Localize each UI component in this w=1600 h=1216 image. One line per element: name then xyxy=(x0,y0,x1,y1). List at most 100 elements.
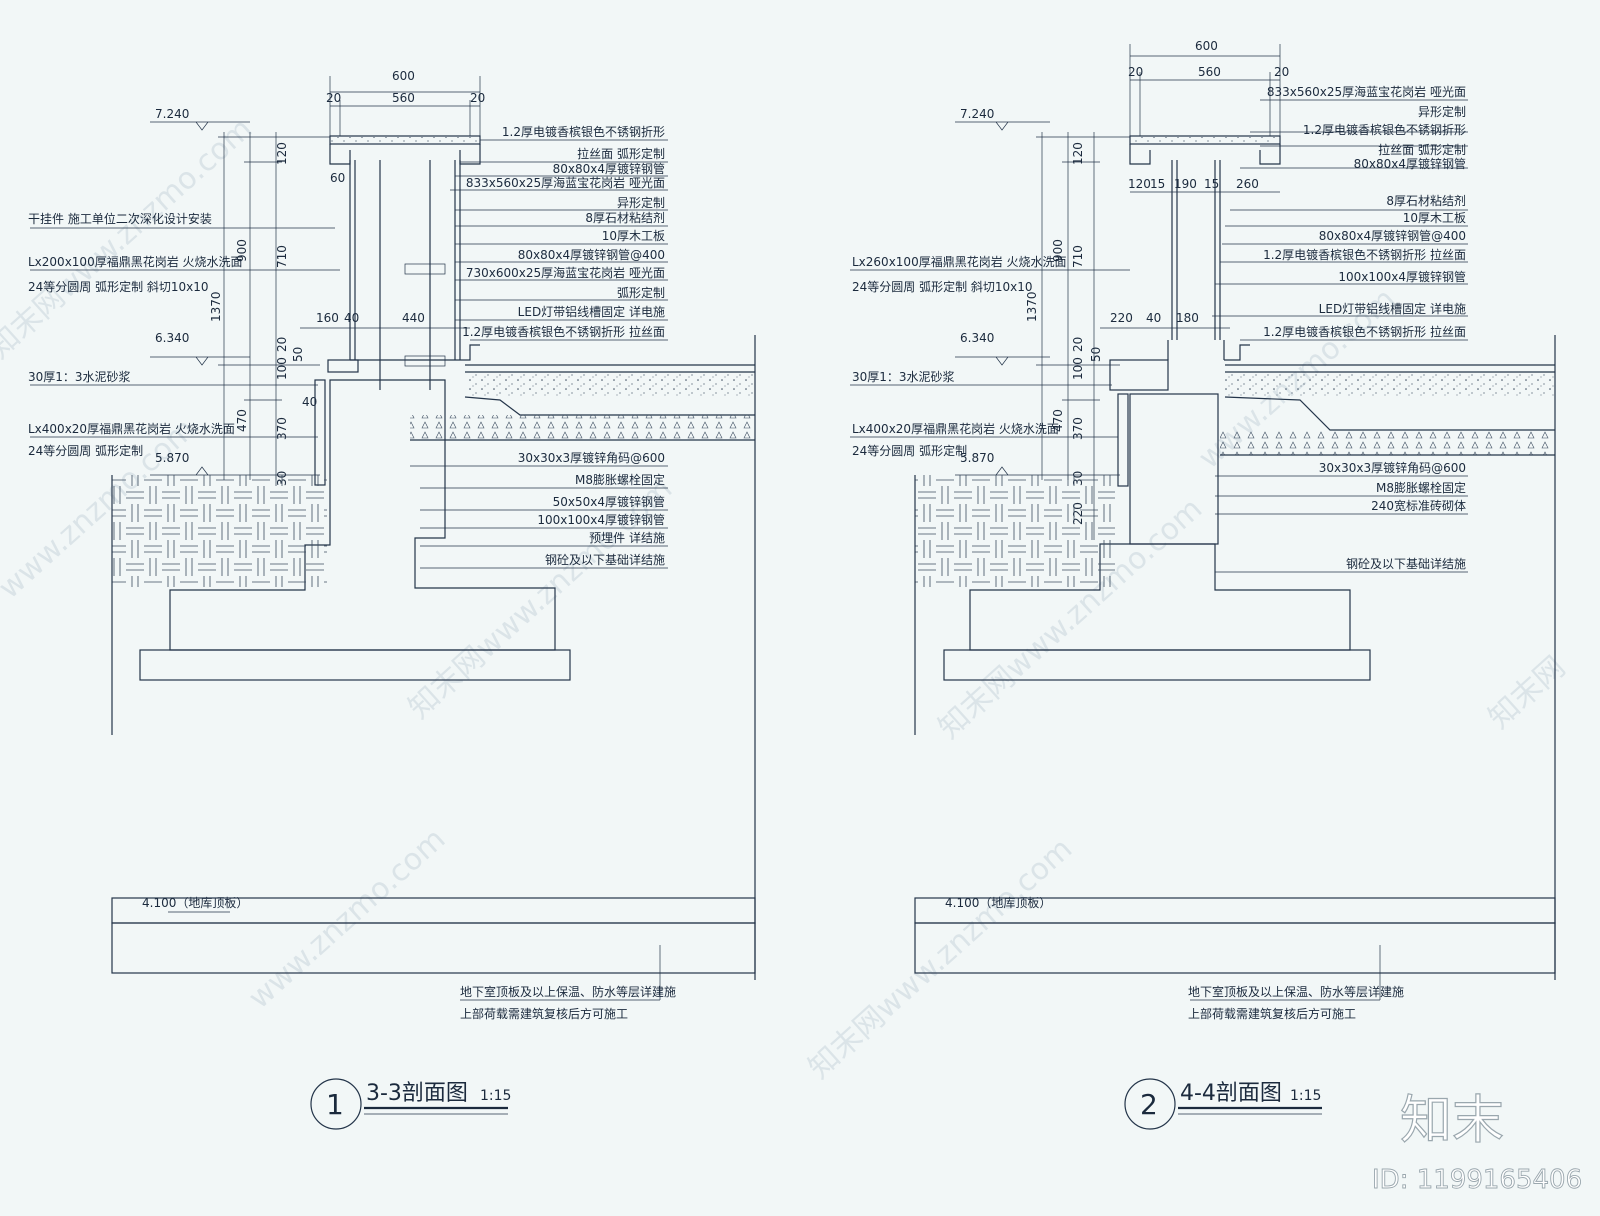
vdim: 370 xyxy=(275,417,289,440)
note: 24等分圆周 弧形定制 斜切10x10 xyxy=(852,279,1033,294)
cap-and-post xyxy=(1129,135,1281,361)
horizontal-dimensions: 120 15 190 15 260 220 40 180 xyxy=(1100,177,1280,329)
note: 干挂件 施工单位二次深化设计安装 xyxy=(28,211,212,226)
note: 100x100x4厚镀锌钢管 xyxy=(1338,269,1466,284)
hdim: 15 xyxy=(1204,177,1219,191)
leader-lines xyxy=(850,99,1468,1001)
note: 30x30x3厚镀锌角码@600 xyxy=(518,451,665,465)
note: Lx200x100厚福鼎黑花岗岩 火烧水洗面 xyxy=(28,254,243,269)
vdim: 470 xyxy=(1051,409,1065,432)
section-number: 2 xyxy=(1140,1088,1158,1121)
note: 钢砼及以下基础详结施 xyxy=(545,552,665,567)
note: 异形定制 xyxy=(1418,104,1466,119)
vdim: 370 xyxy=(1071,417,1085,440)
vdim: 120 xyxy=(1071,142,1085,165)
watermark: 知末网www.znzmo.com xyxy=(802,831,1079,1086)
hdim: 190 xyxy=(1174,177,1197,191)
note: 1.2厚电镀香槟银色不锈钢折形 拉丝面 xyxy=(1263,247,1466,262)
hdim: 260 xyxy=(1236,177,1259,191)
section-scale: 1:15 xyxy=(1290,1088,1321,1104)
top-dimensions: 600 20 560 20 xyxy=(1128,39,1289,136)
vdim: 20 xyxy=(1071,337,1085,352)
watermark: 知末网www.znzmo.com xyxy=(0,111,259,366)
note: 80x80x4厚镀锌钢管 xyxy=(1354,156,1466,171)
vdim: 710 xyxy=(275,245,289,268)
note: 50x50x4厚镀锌钢管 xyxy=(553,494,665,509)
dim-b: 560 xyxy=(1198,65,1221,79)
section-title-2: 2 4-4剖面图 1:15 xyxy=(1124,1078,1322,1130)
note: 1.2厚电镀香槟银色不锈钢折形 xyxy=(1303,122,1466,137)
note: M8膨胀螺栓固定 xyxy=(575,472,665,487)
note: 拉丝面 弧形定制 xyxy=(1378,142,1466,157)
note: 1.2厚电镀香槟银色不锈钢折形 拉丝面 xyxy=(1263,324,1466,339)
section-title-1: 1 3-3剖面图 1:15 xyxy=(310,1078,511,1130)
note: 30厚1：3水泥砂浆 xyxy=(28,369,131,384)
vdim: 710 xyxy=(1071,245,1085,268)
vdim: 120 xyxy=(275,142,289,165)
note: 730x600x25厚海蓝宝花岗岩 哑光面 xyxy=(466,265,665,280)
elevation-label: 4.100（地库顶板） xyxy=(945,895,1051,910)
note: 钢砼及以下基础详结施 xyxy=(1346,556,1466,571)
section-3-3: 600 20 560 20 7.240 6.340 5.870 4.100（地库… xyxy=(28,69,756,1130)
hdim: 40 xyxy=(344,311,359,325)
note: 上部荷载需建筑复核后方可施工 xyxy=(1188,1006,1356,1021)
dim-total: 600 xyxy=(1195,39,1218,53)
note: 24等分圆周 弧形定制 xyxy=(852,443,967,458)
note: 80x80x4厚镀锌钢管@400 xyxy=(518,247,665,262)
vdim: 100 xyxy=(1071,357,1085,380)
elevation-label: 6.340 xyxy=(960,331,994,345)
note: 10厚木工板 xyxy=(602,229,665,243)
elevation-label: 7.240 xyxy=(960,107,994,121)
material-notes-right: 1.2厚电镀香槟银色不锈钢折形 拉丝面 弧形定制 80x80x4厚镀锌钢管 83… xyxy=(462,124,665,567)
horizontal-dimensions: 160 40 440 xyxy=(300,311,470,329)
material-notes-left: Lx260x100厚福鼎黑花岗岩 火烧水洗面 24等分圆周 弧形定制 斜切10x… xyxy=(852,254,1067,458)
note: LED灯带铝线槽固定 详电施 xyxy=(518,304,665,319)
hdim: 15 xyxy=(1150,177,1165,191)
note: LED灯带铝线槽固定 详电施 xyxy=(1319,301,1466,316)
note: 8厚石材粘结剂 xyxy=(585,210,665,225)
section-scale: 1:15 xyxy=(480,1088,511,1104)
elevation-label: 6.340 xyxy=(155,331,189,345)
brand-mark: 知末 ID: 1199165406 xyxy=(1372,1090,1583,1195)
section-number: 1 xyxy=(326,1088,344,1121)
vdim: 50 xyxy=(1089,347,1103,362)
paving-layers xyxy=(410,335,756,980)
note: 8厚石材粘结剂 xyxy=(1386,193,1466,208)
note: 预埋件 详结施 xyxy=(589,530,665,545)
note: 30x30x3厚镀锌角码@600 xyxy=(1319,461,1466,475)
foundation xyxy=(111,359,571,735)
watermark: www.znzmo.com xyxy=(242,822,452,1016)
elevation-marks: 7.240 6.340 5.870 4.100（地库顶板） xyxy=(945,107,1120,910)
dim-total: 600 xyxy=(392,69,415,83)
hdim: 180 xyxy=(1176,311,1199,325)
material-notes-right: 833x560x25厚海蓝宝花岗岩 哑光面 异形定制 1.2厚电镀香槟银色不锈钢… xyxy=(1263,84,1466,571)
note: Lx400x20厚福鼎黑花岗岩 火烧水洗面 xyxy=(852,421,1059,436)
section-title: 4-4剖面图 xyxy=(1180,1081,1282,1106)
note: M8膨胀螺栓固定 xyxy=(1376,480,1466,495)
note: 240宽标准砖砌体 xyxy=(1371,498,1466,513)
note: 10厚木工板 xyxy=(1403,211,1466,225)
basement-roof-slab xyxy=(111,897,756,974)
watermark: 知末网www.znzmo.com xyxy=(402,471,679,726)
note: 地下室顶板及以上保温、防水等层详建施 xyxy=(460,984,676,999)
note: 24等分圆周 弧形定制 xyxy=(28,443,143,458)
brand-logo: 知末 xyxy=(1400,1091,1504,1151)
image-id: ID: 1199165406 xyxy=(1372,1165,1582,1195)
vdim: 900 xyxy=(1051,239,1065,262)
section-title: 3-3剖面图 xyxy=(366,1081,468,1106)
note: Lx400x20厚福鼎黑花岗岩 火烧水洗面 xyxy=(28,421,235,436)
hdim: 160 xyxy=(316,311,339,325)
vertical-dimensions: 120 900 710 1370 20 50 100 470 370 30 60… xyxy=(209,132,345,486)
vdim: 1370 xyxy=(1025,291,1039,322)
note: 上部荷载需建筑复核后方可施工 xyxy=(460,1006,628,1021)
elevation-label: 7.240 xyxy=(155,107,189,121)
vdim: 1370 xyxy=(209,291,223,322)
vdim: 20 xyxy=(275,337,289,352)
hdim: 120 xyxy=(1128,177,1151,191)
note: 833x560x25厚海蓝宝花岗岩 哑光面 xyxy=(466,175,665,190)
note: 833x560x25厚海蓝宝花岗岩 哑光面 xyxy=(1267,84,1466,99)
note: 80x80x4厚镀锌钢管@400 xyxy=(1319,228,1466,243)
dim-c: 20 xyxy=(1274,65,1289,79)
